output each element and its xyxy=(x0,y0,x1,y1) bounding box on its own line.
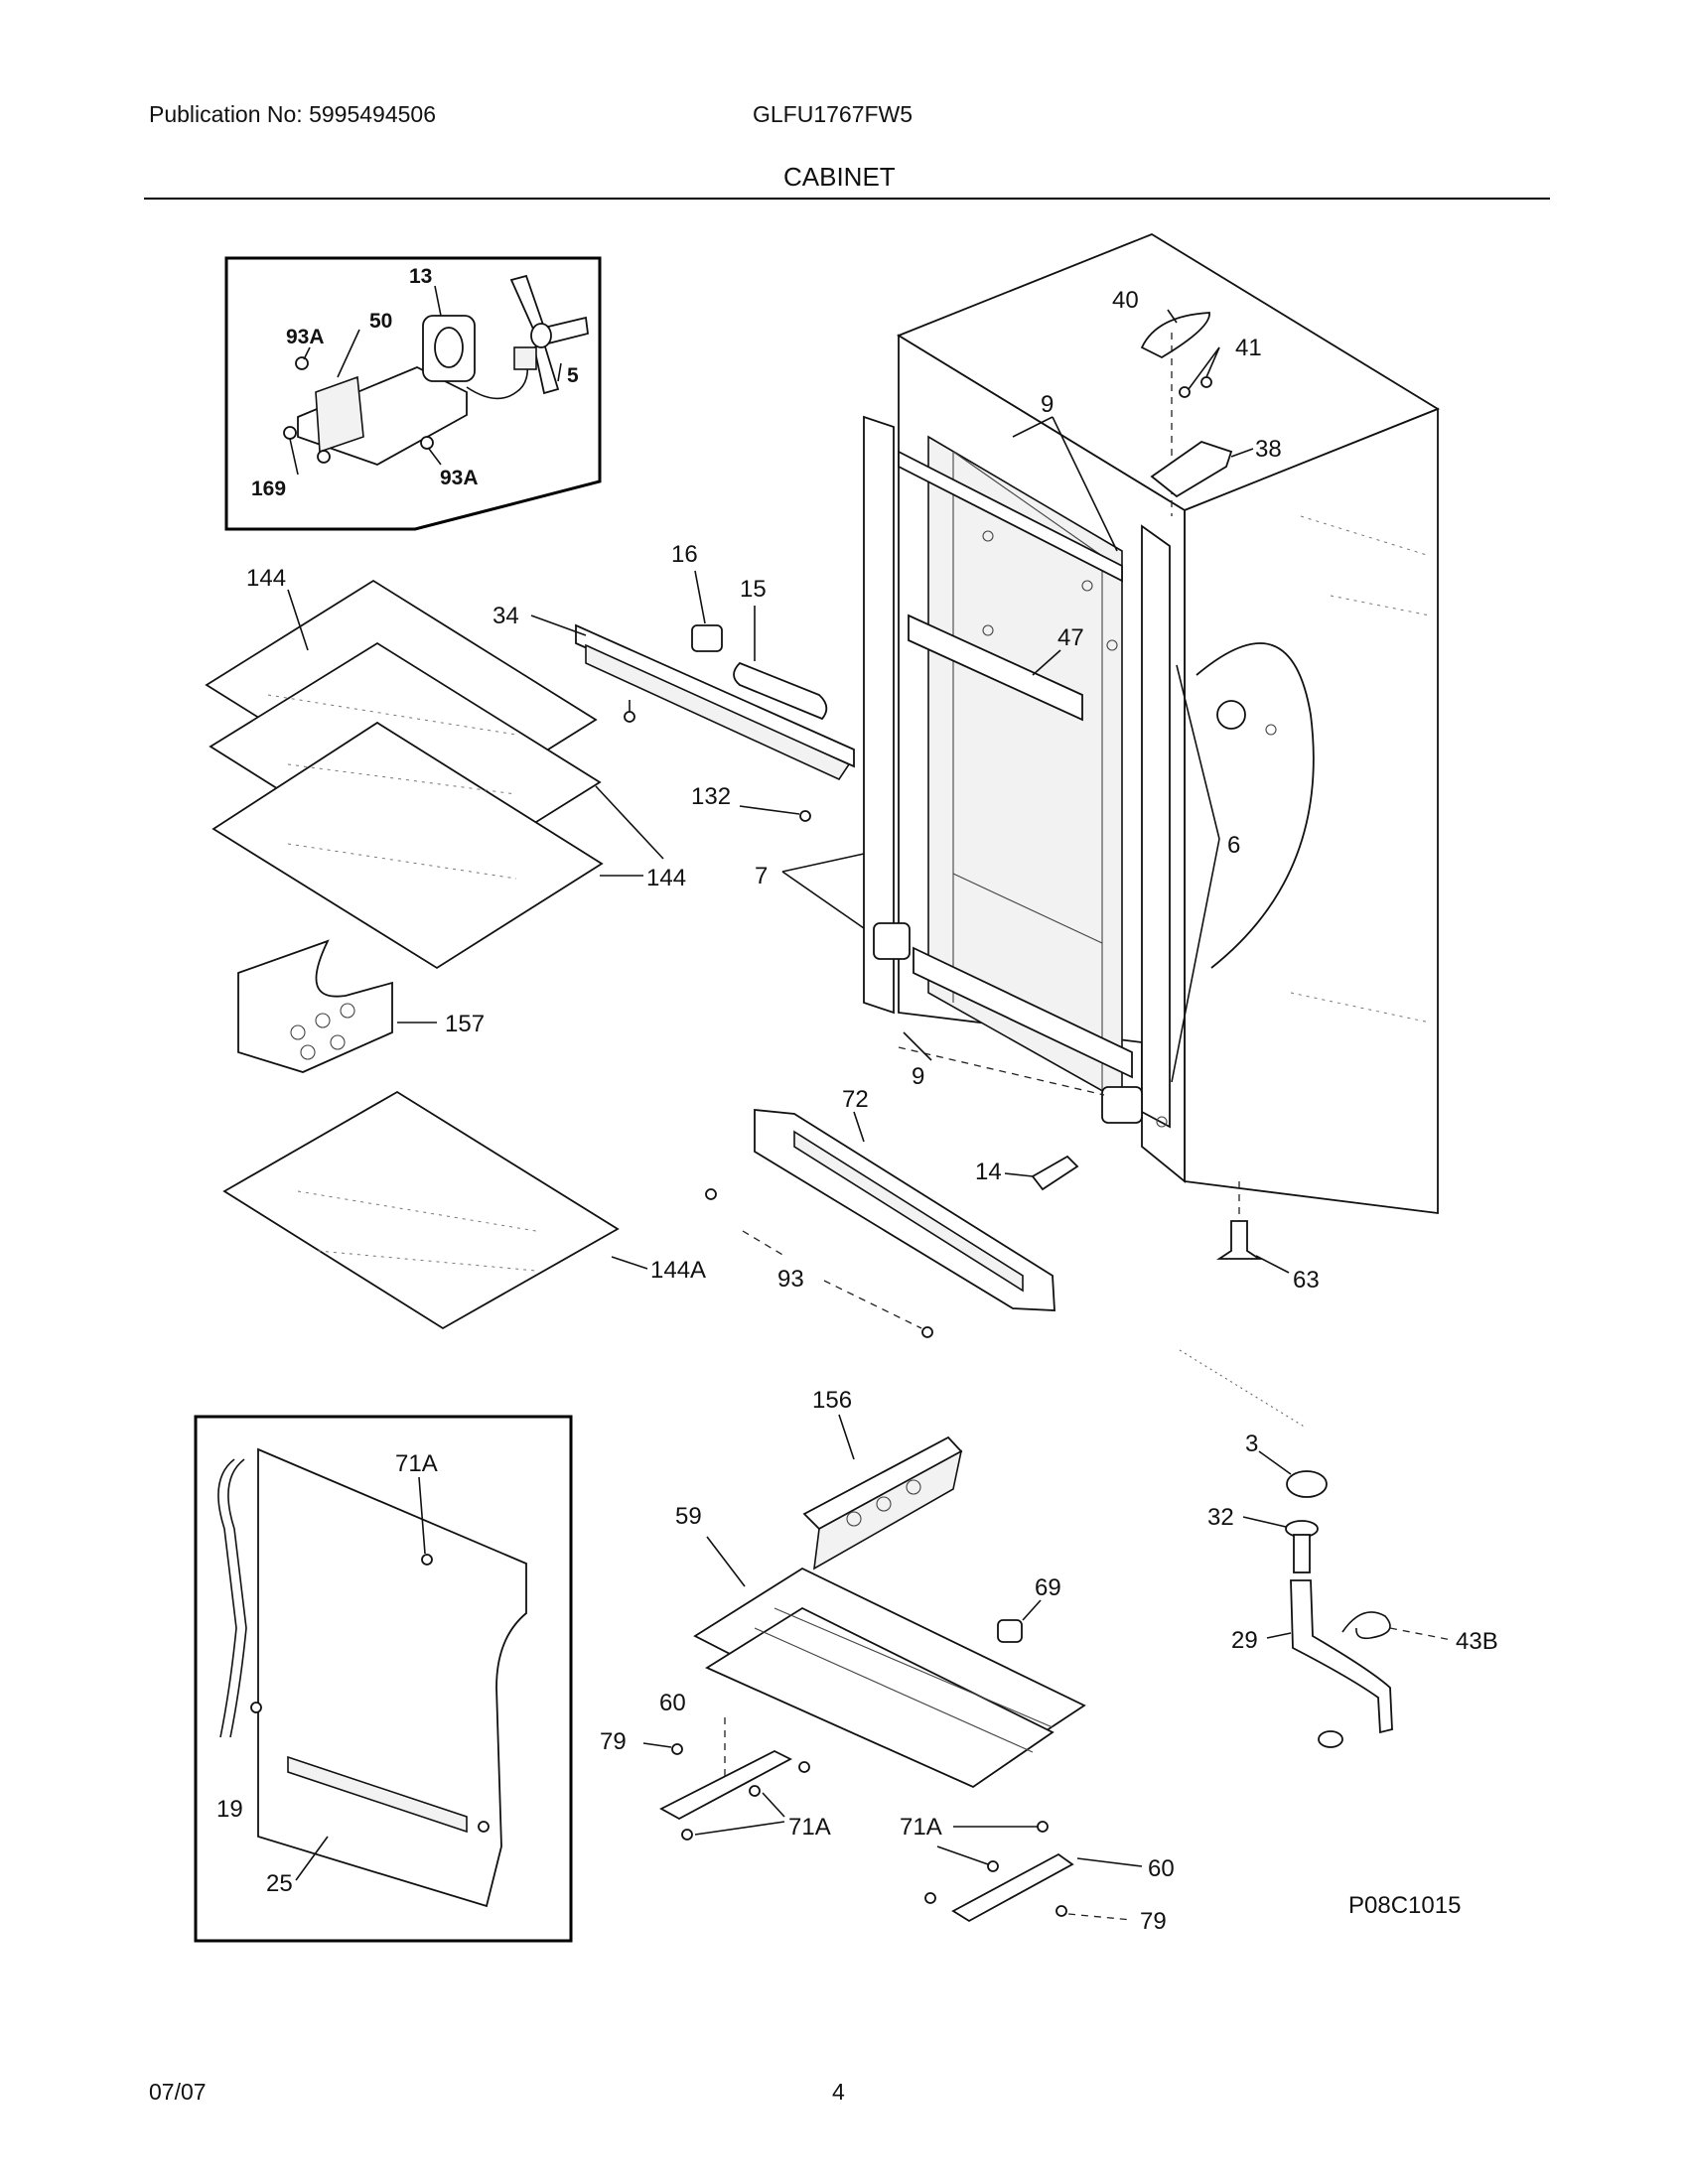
callout-157: 157 xyxy=(445,1011,485,1037)
callout-34: 34 xyxy=(492,603,519,629)
callout-144-right: 144 xyxy=(646,865,686,891)
callout-6: 6 xyxy=(1227,832,1240,859)
callout-93a-bottom: 93A xyxy=(440,467,479,489)
callout-15: 15 xyxy=(740,576,767,603)
callout-79-right: 79 xyxy=(1140,1908,1167,1935)
drain-assembly: 3 32 29 43B xyxy=(1207,1431,1498,1748)
callout-132: 132 xyxy=(691,783,731,810)
callout-72: 72 xyxy=(842,1086,869,1113)
callout-50: 50 xyxy=(369,310,392,333)
model-number: GLFU1767FW5 xyxy=(753,101,914,127)
callout-41: 41 xyxy=(1235,335,1262,361)
callout-32: 32 xyxy=(1207,1504,1234,1531)
callout-71a-left: 71A xyxy=(788,1814,831,1841)
basket-assembly: 156 59 69 60 79 71A 71A 60 79 xyxy=(600,1387,1175,1935)
callout-13: 13 xyxy=(409,265,432,288)
callout-60-right: 60 xyxy=(1148,1855,1175,1882)
callout-47: 47 xyxy=(1057,624,1084,651)
callout-144a: 144A xyxy=(650,1257,706,1284)
callout-69: 69 xyxy=(1035,1574,1061,1601)
toe-grille-assembly: 72 14 93 63 xyxy=(705,1086,1320,1429)
callout-14: 14 xyxy=(975,1159,1002,1185)
callout-38: 38 xyxy=(1255,436,1282,463)
callout-93a-top: 93A xyxy=(286,326,325,348)
footer-date: 07/07 xyxy=(149,2079,207,2105)
callout-60-left: 60 xyxy=(659,1690,686,1716)
callout-40: 40 xyxy=(1112,287,1139,314)
callout-71a-right: 71A xyxy=(900,1814,942,1841)
top-hinge-parts: 40 41 38 xyxy=(1112,287,1282,516)
callout-25: 25 xyxy=(266,1870,293,1897)
page-number: 4 xyxy=(832,2079,845,2105)
callout-9-top: 9 xyxy=(1041,391,1054,418)
callout-156: 156 xyxy=(812,1387,852,1414)
cabinet-body xyxy=(863,232,1441,1215)
callout-93: 93 xyxy=(777,1266,804,1293)
publication-number: Publication No: 5995494506 xyxy=(149,101,437,127)
section-title: CABINET xyxy=(783,162,896,192)
callout-29: 29 xyxy=(1231,1627,1258,1654)
callout-3: 3 xyxy=(1245,1431,1258,1457)
callout-169: 169 xyxy=(251,478,286,500)
callout-16: 16 xyxy=(671,541,698,568)
callout-144-top: 144 xyxy=(246,565,286,592)
callout-43b: 43B xyxy=(1456,1628,1498,1655)
evaporator-cover-inset: 71A 19 25 xyxy=(194,1415,573,1943)
callout-5: 5 xyxy=(567,364,579,387)
callout-19: 19 xyxy=(216,1796,243,1823)
callout-79-left: 79 xyxy=(600,1728,627,1755)
header-rule xyxy=(144,198,1550,200)
shelf-144a: 144A xyxy=(222,1090,706,1330)
callout-7: 7 xyxy=(755,863,768,889)
callout-71a-inset: 71A xyxy=(395,1450,438,1477)
wire-shelves: 144 144 xyxy=(205,565,686,970)
fan-motor-inset: 13 50 93A 5 169 93A xyxy=(224,256,602,531)
light-assembly: 34 16 15 132 xyxy=(492,541,855,822)
callout-9-bottom: 9 xyxy=(912,1063,924,1090)
tray-157: 157 xyxy=(237,939,485,1073)
callout-63: 63 xyxy=(1293,1267,1320,1294)
diagram-code: P08C1015 xyxy=(1348,1892,1461,1919)
callout-59: 59 xyxy=(675,1503,702,1530)
